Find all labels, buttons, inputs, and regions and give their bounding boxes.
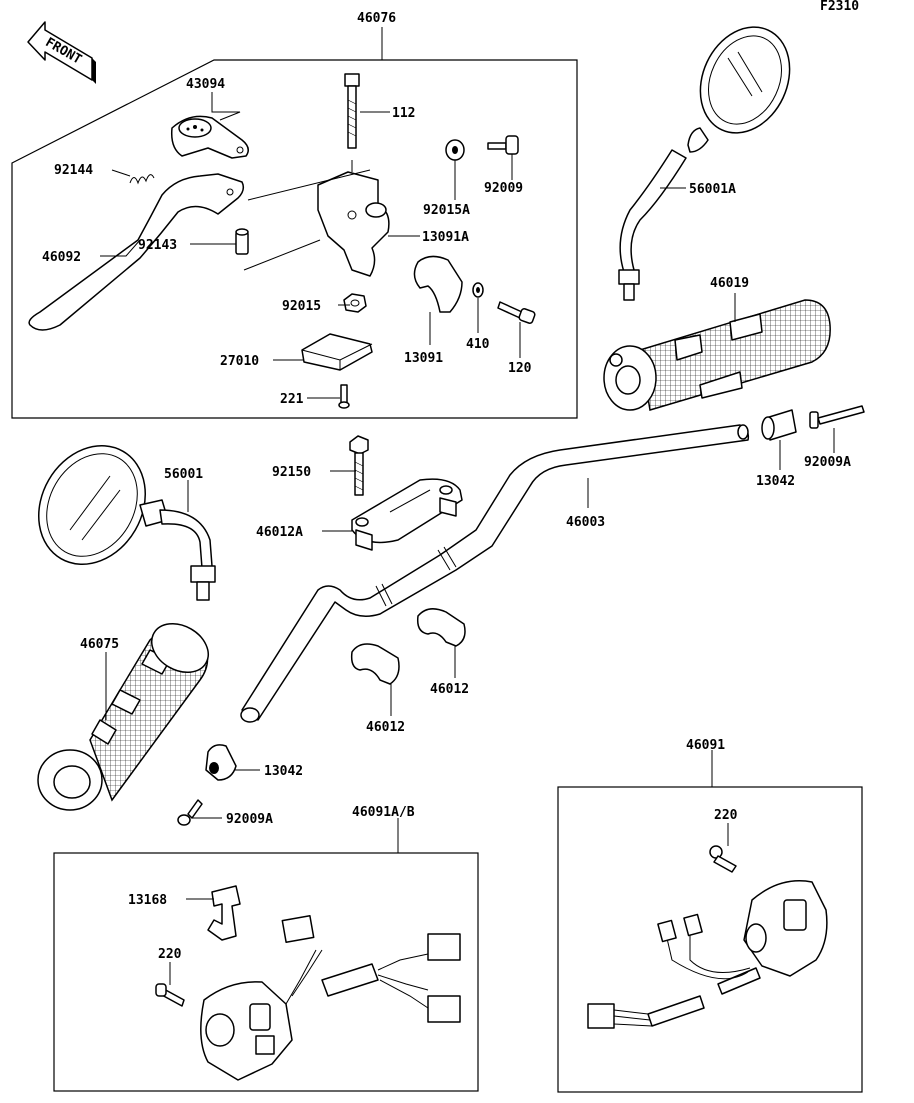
left-switch-housing-part — [200, 981, 293, 1081]
clamp-bolt-part — [497, 301, 536, 324]
label-92015A: 92015A — [423, 203, 470, 218]
screw-part — [487, 135, 519, 155]
left-mirror-part — [37, 445, 216, 601]
clamp-part — [413, 255, 463, 313]
right-mirror-part — [618, 26, 791, 301]
left-grip-part — [37, 623, 209, 811]
label-92144: 92144 — [54, 163, 93, 178]
handlebar-part — [240, 424, 750, 723]
label-46092: 46092 — [42, 250, 81, 265]
label-43094: 43094 — [186, 77, 225, 92]
right-switch-frame — [557, 786, 863, 1093]
label-27010: 27010 — [220, 354, 259, 369]
left-switch-frame — [53, 852, 479, 1092]
left-switch-screw-part — [155, 983, 185, 1007]
label-46012-a: 46012 — [430, 682, 469, 697]
label-13042-right: 13042 — [756, 474, 795, 489]
label-13042-left: 13042 — [264, 764, 303, 779]
left-bar-end-part — [205, 744, 237, 781]
lower-holder-a-part — [350, 643, 400, 685]
label-13091: 13091 — [404, 351, 443, 366]
leader-lines — [100, 27, 835, 985]
nut-part — [343, 293, 367, 313]
label-46076: 46076 — [357, 11, 396, 26]
label-410: 410 — [466, 337, 490, 352]
switch-screw-part — [338, 384, 350, 409]
label-120: 120 — [508, 361, 532, 376]
label-46003: 46003 — [566, 515, 605, 530]
nut-a-part — [445, 139, 465, 161]
right-grip-part — [603, 299, 831, 411]
left-bar-end-screw-part — [177, 799, 203, 826]
label-220-right: 220 — [714, 808, 738, 823]
brake-switch-part — [301, 333, 373, 371]
label-92150: 92150 — [272, 465, 311, 480]
label-92009: 92009 — [484, 181, 523, 196]
left-switch-wiring-part — [281, 914, 461, 1023]
lower-holder-b-part — [416, 608, 466, 647]
right-bar-end-part — [761, 409, 797, 441]
label-92143: 92143 — [138, 238, 177, 253]
right-switch-screw-part — [709, 845, 737, 873]
lever-assembly-frame — [11, 59, 578, 419]
label-46012A: 46012A — [256, 525, 303, 540]
right-bar-end-screw-part — [809, 405, 865, 429]
master-cylinder-body-part — [317, 171, 390, 277]
label-46075: 46075 — [80, 637, 119, 652]
upper-holder-part — [351, 478, 463, 551]
holder-bolt-part — [349, 435, 369, 496]
label-56001A: 56001A — [689, 182, 736, 197]
label-46012-b: 46012 — [366, 720, 405, 735]
label-46091: 46091 — [686, 738, 725, 753]
right-switch-housing-part — [743, 880, 828, 977]
label-221: 221 — [280, 392, 304, 407]
label-92009A-right: 92009A — [804, 455, 851, 470]
label-92015: 92015 — [282, 299, 321, 314]
left-switch-bracket-part — [207, 885, 241, 941]
collar-part — [235, 228, 249, 255]
label-13168: 13168 — [128, 893, 167, 908]
figure-code: F2310 — [820, 0, 859, 14]
label-46091AB: 46091A/B — [352, 805, 415, 820]
front-arrow-icon: FRONT — [27, 21, 96, 84]
brake-lever-part — [28, 173, 245, 331]
label-112: 112 — [392, 106, 415, 121]
label-220-left: 220 — [158, 947, 182, 962]
label-56001: 56001 — [164, 467, 203, 482]
right-switch-wiring-part — [587, 913, 761, 1029]
label-13091A: 13091A — [422, 230, 469, 245]
label-46019: 46019 — [710, 276, 749, 291]
washer-part — [472, 282, 484, 298]
spring-part — [129, 174, 155, 185]
label-92009A-left: 92009A — [226, 812, 273, 827]
master-cylinder-cap-part — [170, 115, 249, 159]
long-bolt-part — [344, 73, 360, 149]
